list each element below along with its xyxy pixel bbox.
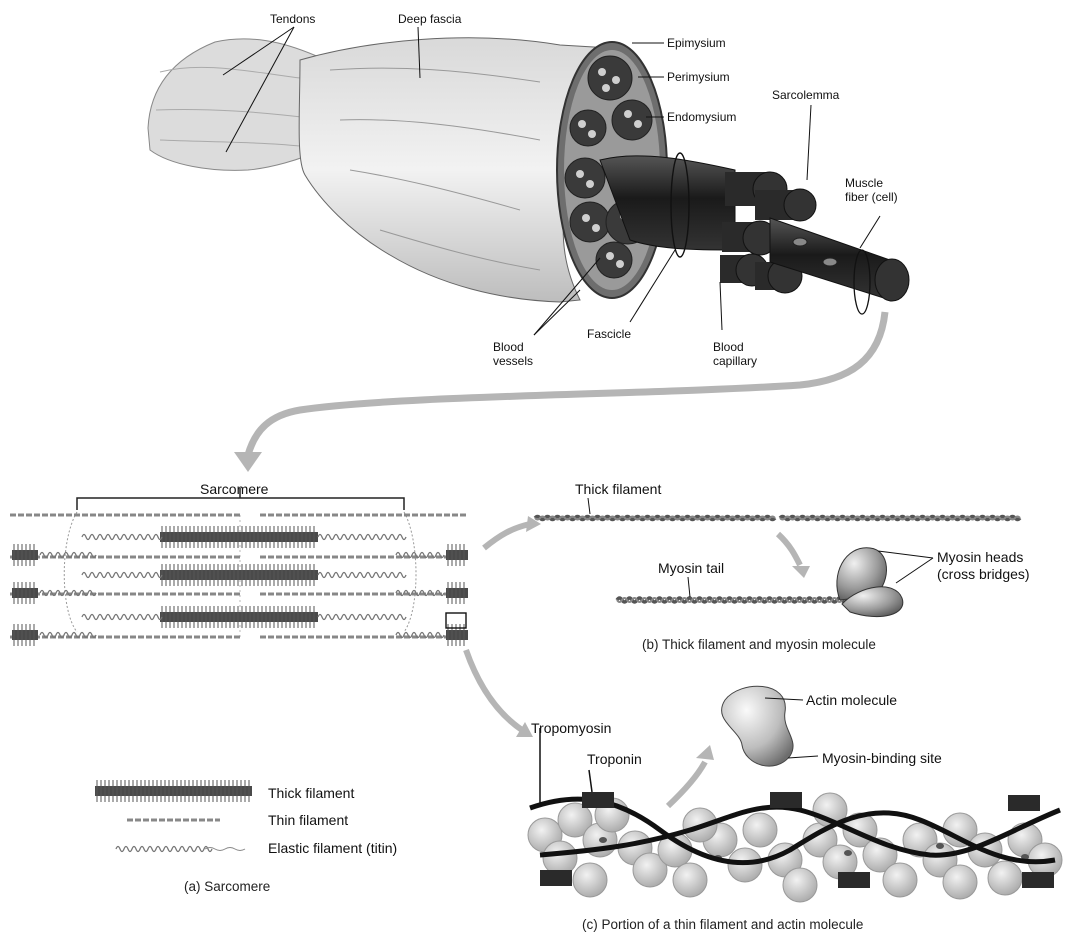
label-sarcomere-title: Sarcomere [200, 481, 268, 498]
actin-bead-3 [543, 841, 577, 875]
thin-filament-panel [528, 686, 1062, 902]
thick-filament-stub-right-3 [446, 624, 468, 646]
thick-filament-stub-left-3 [12, 624, 38, 646]
label-deep-fascia: Deep fascia [398, 12, 461, 26]
titin-right-3 [318, 615, 406, 620]
binding-site-dot-3 [844, 850, 852, 856]
label-muscle-fiber-line1: Muscle [845, 176, 898, 190]
label-epimysium: Epimysium [667, 36, 726, 50]
label-tropomyosin: Tropomyosin [531, 720, 611, 737]
caption-b: (b) Thick filament and myosin molecule [642, 637, 876, 653]
label-myosin-heads-line2: (cross bridges) [937, 566, 1030, 583]
binding-site-dot-4 [936, 843, 944, 849]
thick-filament-strand [535, 517, 1020, 520]
label-endomysium: Endomysium [667, 110, 736, 124]
titin-left-1 [82, 535, 162, 540]
titin-right-2 [318, 573, 406, 578]
label-myosin-binding-site: Myosin-binding site [822, 750, 942, 767]
titin-left-3 [82, 615, 162, 620]
binding-site-dot-1 [599, 837, 607, 843]
actin-bead-19 [883, 863, 917, 897]
label-myosin-heads-line1: Myosin heads [937, 549, 1030, 566]
label-sarcolemma: Sarcolemma [772, 88, 839, 102]
sarcomere-legend-marks [95, 780, 252, 852]
legend-titin-mark [116, 847, 212, 852]
actin-molecule [722, 686, 793, 766]
label-blood-vessels: Blood vessels [493, 340, 533, 368]
thick-filament-stub-left-2 [12, 582, 38, 604]
label-perimysium: Perimysium [667, 70, 730, 84]
actin-bead-30 [943, 865, 977, 899]
myosin-tail-strand [617, 598, 847, 602]
label-muscle-fiber: Muscle fiber (cell) [845, 176, 898, 204]
label-tendons: Tendons [270, 12, 315, 26]
zoom-arrowhead [234, 452, 262, 472]
legend-thick-filament: Thick filament [268, 785, 354, 802]
label-blood-capillary-line1: Blood [713, 340, 757, 354]
label-blood-vessels-line1: Blood [493, 340, 533, 354]
thick-filament-stub-left-1 [12, 544, 38, 566]
legend-elastic-filament: Elastic filament (titin) [268, 840, 397, 857]
arrow-to-actin [668, 762, 705, 806]
titin-left-2 [82, 573, 162, 578]
actin-bead-28 [573, 863, 607, 897]
label-muscle-fiber-line2: fiber (cell) [845, 190, 898, 204]
z-line-left [64, 512, 77, 632]
actin-bead-14 [783, 868, 817, 902]
sarcomere-filaments [10, 512, 468, 646]
actin-bead-24 [988, 861, 1022, 895]
arrow-to-myosin [778, 534, 800, 565]
actin-bead-12 [743, 813, 777, 847]
label-actin-molecule: Actin molecule [806, 692, 897, 709]
label-thick-filament: Thick filament [575, 481, 661, 498]
z-line-right [404, 512, 416, 632]
titin-right-1 [318, 535, 406, 540]
thick-filament-2 [160, 564, 318, 586]
label-blood-capillary: Blood capillary [713, 340, 757, 368]
arrow-to-thick-panel [484, 524, 530, 548]
zoom-arrow [248, 312, 885, 455]
thick-filament-3 [160, 606, 318, 628]
arrow-to-thin-panel [466, 650, 522, 730]
thick-filament-1 [160, 526, 318, 548]
label-fascicle: Fascicle [587, 327, 631, 341]
label-myosin-tail: Myosin tail [658, 560, 724, 577]
myosin-heads [837, 548, 903, 617]
caption-a: (a) Sarcomere [184, 879, 270, 895]
label-blood-capillary-line2: capillary [713, 354, 757, 368]
caption-c: (c) Portion of a thin filament and actin… [582, 917, 863, 933]
thick-filament-stub-right-1 [446, 544, 468, 566]
sarcomere-bracket [77, 498, 404, 510]
thick-filament-stub-right-2 [446, 582, 468, 604]
legend-thick-mark [95, 780, 252, 802]
legend-thin-filament: Thin filament [268, 812, 348, 829]
label-troponin: Troponin [587, 751, 642, 768]
label-blood-vessels-line2: vessels [493, 354, 533, 368]
label-myosin-heads: Myosin heads (cross bridges) [937, 549, 1030, 583]
actin-bead-9 [673, 863, 707, 897]
